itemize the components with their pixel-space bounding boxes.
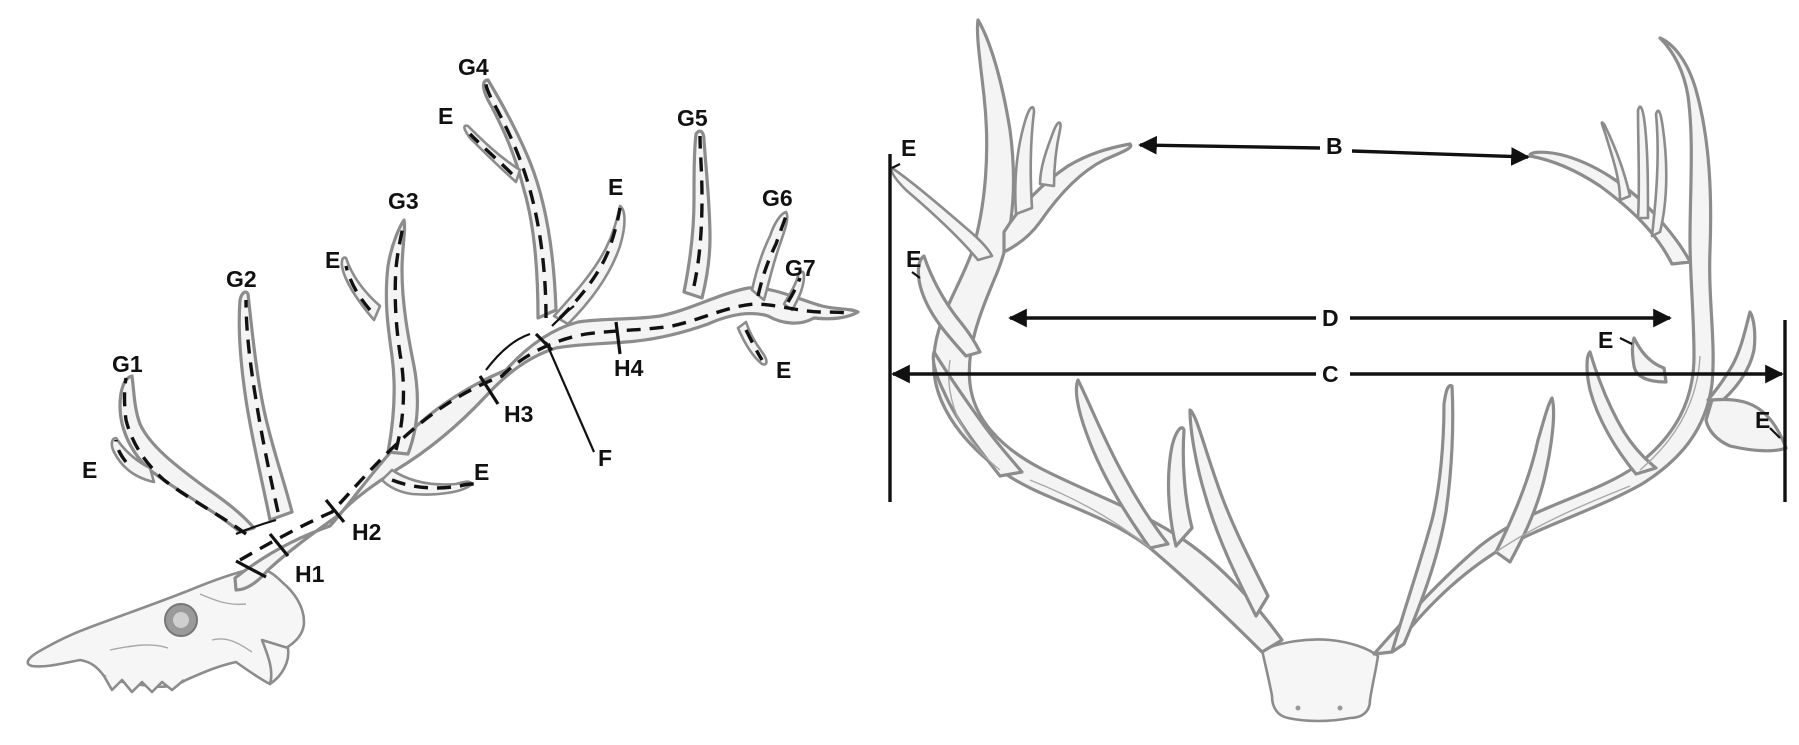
label-g5: G5 (677, 105, 708, 131)
label-b: B (1326, 133, 1343, 159)
label-g4: G4 (458, 54, 489, 80)
label-h3: H3 (504, 401, 533, 427)
tine-g4 (481, 78, 558, 320)
label-g2: G2 (226, 266, 257, 292)
tine-g1 (118, 374, 256, 534)
label-e-h2: E (474, 459, 489, 485)
label-h1: H1 (295, 561, 325, 587)
label-e-lower: E (776, 357, 791, 383)
measure-b-arrow (1138, 135, 1321, 155)
skull-plate (1260, 638, 1380, 723)
skull-illustration (26, 566, 306, 694)
tine-g3-e (340, 256, 382, 322)
label-e-g1: E (82, 457, 97, 483)
label-h4: H4 (614, 355, 644, 381)
main-beam-dashed (239, 302, 851, 562)
main-beam (233, 286, 860, 592)
h1-tick (235, 559, 267, 579)
label-d: D (1322, 305, 1339, 331)
label-e-g3: E (325, 247, 340, 273)
tine-g6 (750, 210, 789, 302)
label-g7: G7 (785, 255, 816, 281)
label-c: C (1322, 361, 1339, 387)
tine-g1-e (110, 436, 156, 484)
label-h2: H2 (352, 519, 381, 545)
tine-e-mid (552, 204, 626, 326)
label-e-top-left: E (901, 135, 916, 161)
label-g3: G3 (388, 188, 419, 214)
label-e-mid: E (608, 174, 623, 200)
f-line (544, 341, 596, 453)
h3-tick (478, 375, 500, 405)
right-main-beam (1372, 36, 1715, 656)
label-e-g4: E (438, 103, 453, 129)
label-e-mid-left: E (906, 246, 921, 272)
side-view-antler: G1 G2 G3 G4 G5 G6 G7 H1 H2 H3 H4 F E E E… (26, 54, 860, 694)
label-g1: G1 (112, 351, 143, 377)
left-main-beam (932, 18, 1284, 654)
h2-tick (324, 498, 346, 524)
front-view-antler: B D C E E E E (888, 18, 1788, 723)
label-g6: G6 (762, 185, 793, 211)
tine-g2 (237, 290, 294, 522)
tine-g5 (682, 129, 712, 300)
label-f: F (598, 445, 612, 471)
label-e-right-inner: E (1598, 327, 1613, 353)
label-e-right-outer: E (1755, 407, 1770, 433)
h4-tick (614, 321, 622, 355)
